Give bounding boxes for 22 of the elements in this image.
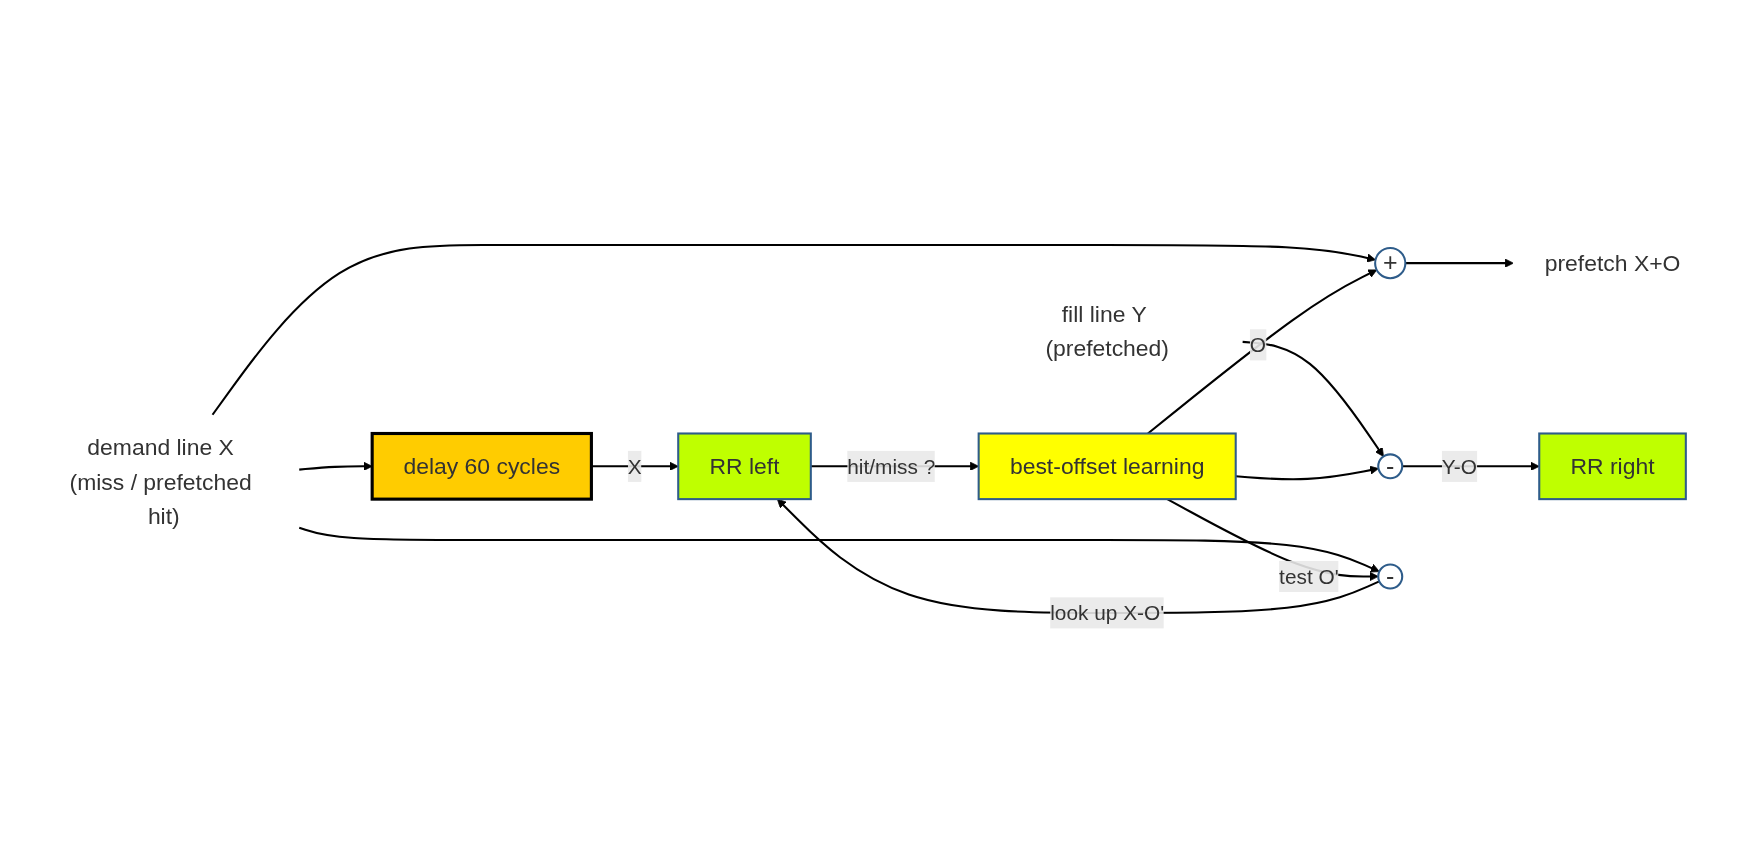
arrow bbox=[211, 243, 1376, 415]
node-text: prefetch X+O bbox=[1544, 249, 1680, 276]
node-circle: - bbox=[1376, 452, 1403, 479]
edge-label: test O' bbox=[1278, 564, 1339, 588]
node-box: delay 60 cycles bbox=[370, 431, 593, 501]
node-text: fill line Y (prefetched) bbox=[1044, 300, 1169, 362]
arrow bbox=[298, 526, 1380, 572]
arrow bbox=[1235, 465, 1379, 480]
node-circle: - bbox=[1376, 563, 1403, 590]
edge-label: Y-O bbox=[1441, 454, 1477, 478]
node-box: best-offset learning bbox=[977, 432, 1237, 500]
edge-label: look up X-O' bbox=[1049, 601, 1164, 624]
edge-label: O bbox=[1249, 332, 1266, 356]
node-box: RR left bbox=[676, 432, 812, 500]
node-circle: + bbox=[1373, 246, 1406, 279]
node-text: demand line X (miss / prefetched hit) bbox=[69, 434, 252, 529]
arrow bbox=[1404, 258, 1514, 268]
node-box: RR right bbox=[1537, 432, 1687, 500]
edge-label: X bbox=[627, 454, 642, 478]
edge-label: hit/miss ? bbox=[846, 454, 935, 478]
arrow bbox=[1242, 340, 1384, 457]
arrow bbox=[1146, 269, 1377, 434]
